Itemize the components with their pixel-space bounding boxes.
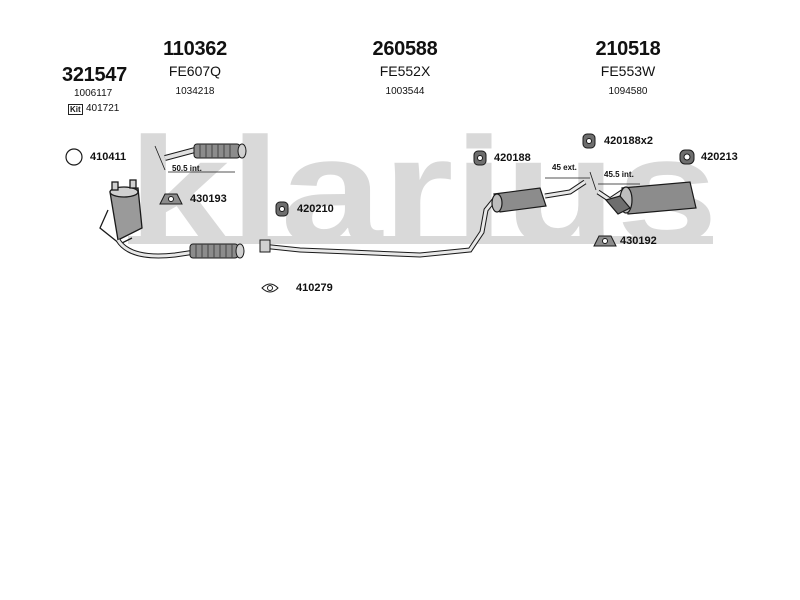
accessory-label: 410411 bbox=[90, 151, 127, 163]
part-number: 110362 bbox=[163, 38, 227, 60]
flex-pipe-lower-icon bbox=[189, 243, 245, 259]
catalytic-converter-icon bbox=[99, 179, 196, 259]
rubber-hanger-icon bbox=[275, 201, 289, 217]
oe-number: 1094580 bbox=[608, 86, 648, 97]
oe-number: 1003544 bbox=[385, 86, 425, 97]
accessory-label: 430193 bbox=[190, 193, 227, 205]
accessory-label: 420213 bbox=[701, 151, 738, 163]
ring-gasket-icon bbox=[65, 148, 83, 166]
intermediate-pipe-icon bbox=[259, 198, 496, 258]
accessory-label: 410279 bbox=[296, 282, 333, 294]
oe-number: 1006117 bbox=[74, 88, 113, 99]
dimension-label: 50.5 int. bbox=[172, 164, 202, 173]
rubber-bushing-icon bbox=[679, 149, 695, 165]
kit-number: 401721 bbox=[86, 103, 120, 114]
part-code: FE607Q bbox=[168, 63, 222, 79]
part-code: FE552X bbox=[379, 63, 431, 79]
dimension-label: 45.5 int. bbox=[604, 170, 634, 179]
part-number: 260588 bbox=[372, 38, 438, 60]
part-number: 210518 bbox=[595, 38, 661, 60]
accessory-label: 420210 bbox=[297, 203, 334, 215]
rubber-hanger-icon bbox=[473, 150, 487, 166]
rear-silencer-icon bbox=[589, 171, 697, 215]
watermark-underline bbox=[128, 236, 713, 244]
front-pipe-icon bbox=[154, 143, 247, 173]
flange-gasket-icon bbox=[261, 283, 279, 293]
kit-badge: Kit bbox=[68, 104, 83, 115]
accessory-label: 420188 bbox=[494, 152, 531, 164]
rubber-hanger-icon bbox=[582, 133, 596, 149]
rubber-mount-icon bbox=[593, 235, 617, 247]
oe-number: 1034218 bbox=[175, 86, 215, 97]
accessory-label: 430192 bbox=[620, 235, 657, 247]
rubber-mount-icon bbox=[159, 193, 183, 205]
part-code: FE553W bbox=[600, 63, 656, 79]
middle-silencer-icon bbox=[491, 177, 590, 213]
accessory-label: 420188x2 bbox=[604, 135, 653, 147]
part-number: 321547 bbox=[62, 64, 127, 86]
dimension-label: 45 ext. bbox=[552, 163, 577, 172]
